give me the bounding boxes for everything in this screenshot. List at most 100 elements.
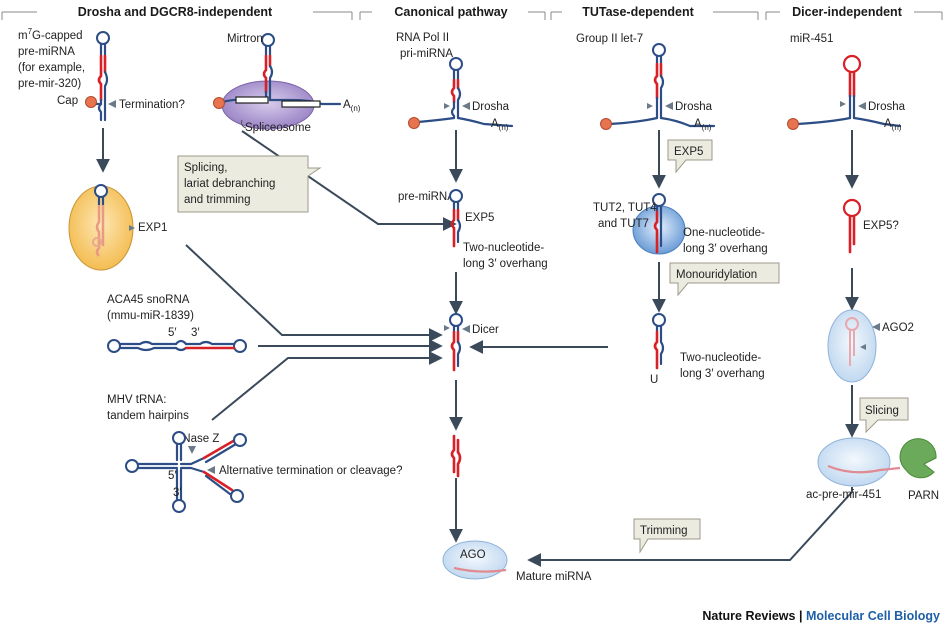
splicing-callout-line2: lariat debranching	[184, 178, 275, 190]
slicing-callout: Slicing	[859, 397, 909, 434]
trimming-callout: Trimming	[633, 518, 701, 554]
drosha-pointer-dicer-independent	[858, 102, 866, 110]
cap-icon	[85, 96, 97, 108]
mir451-pre-hairpin	[842, 198, 862, 254]
tut-label-line1: TUT2, TUT4	[593, 202, 657, 214]
exp5q-label: EXP5?	[863, 220, 899, 232]
pri-mirna-hairpin	[408, 57, 514, 129]
ago-complex: AGO	[442, 540, 508, 580]
slicing-callout-text: Slicing	[865, 405, 899, 417]
let7-hairpin	[600, 43, 716, 130]
monouridylation-callout: Monouridylation	[669, 262, 780, 297]
exp5-callout-text: EXP5	[674, 146, 703, 158]
mirtron-an-label: A(n)	[343, 99, 361, 113]
alt-termination-label: Alternative termination or cleavage?	[219, 465, 402, 477]
trimming-callout-text: Trimming	[640, 525, 688, 537]
m7g-label: m7G-capped	[18, 27, 83, 42]
cap-label: Cap	[57, 95, 78, 107]
termination-label: Termination?	[119, 99, 185, 111]
header-bracket-tutase: TUTase-dependent	[550, 5, 759, 20]
exp5-callout-tutase: EXP5	[667, 139, 713, 174]
trna-5prime-label: 5′	[168, 470, 177, 482]
exp1-pointer	[129, 225, 135, 231]
two-nt-label-line1: Two-nucleotide-	[463, 242, 544, 254]
mirtron-hairpin	[213, 33, 342, 130]
arrow-exp1-to-dicer	[185, 244, 443, 342]
ago2-label: AGO2	[882, 322, 914, 334]
one-nt-label-line1: One-nucleotide-	[683, 227, 765, 239]
exp5-label-canonical: EXP5	[465, 212, 494, 224]
tut-label-line2: and TUT7	[598, 218, 649, 230]
ac-pre-mir451-complex	[817, 437, 937, 487]
termination-pointer	[108, 100, 116, 108]
header-canonical: Canonical pathway	[394, 5, 507, 19]
header-tutase: TUTase-dependent	[582, 5, 694, 19]
splicing-callout-line3: and trimming	[184, 194, 250, 206]
header-bracket-canonical: Canonical pathway	[359, 5, 546, 20]
tutase-an-label: A(n)	[694, 118, 712, 132]
pre-mirna-hairpin	[449, 189, 463, 248]
exp1-complex	[68, 184, 134, 271]
drosha-pointer-tutase	[665, 102, 673, 110]
parn-shape	[899, 438, 937, 479]
splicing-callout-line1: Splicing,	[184, 162, 227, 174]
ago-label: AGO	[460, 549, 486, 561]
canonical-an-label: A(n)	[491, 118, 509, 132]
pre-mirna-label: pre-miRNA	[398, 191, 455, 203]
header-dicer-independent: Dicer-independent	[792, 5, 903, 19]
aca45-label-line2: (mmu-miR-1839)	[107, 310, 194, 322]
header-bracket-drosha-independent: Drosha and DGCR8-independent	[1, 5, 353, 20]
drosha-label-dicer-independent: Drosha	[868, 101, 906, 113]
spliceosome-label: Spliceosome	[245, 122, 311, 134]
rna-pol-ii-label: RNA Pol II	[396, 32, 449, 44]
credit-line: Nature Reviews | Molecular Cell Biology	[702, 609, 940, 623]
drosha-label-tutase: Drosha	[675, 101, 713, 113]
m7g-label-line4: pre-mir-320)	[18, 78, 81, 90]
ac-pre-mir451-label: ac-pre-mir-451	[806, 489, 881, 501]
two-nt-label-line2: long 3′ overhang	[463, 258, 548, 270]
mirna-duplex	[450, 434, 462, 478]
exp5-let7-complex	[632, 193, 686, 255]
arrow-trna-to-dicer	[211, 351, 443, 421]
m7g-label-line2: pre-miRNA	[18, 46, 75, 58]
ago2-pointer	[872, 323, 880, 331]
mhv-trna	[125, 431, 247, 513]
drosha-pointer-canonical	[462, 102, 470, 110]
pri-mirna-label: pri-miRNA	[400, 48, 453, 60]
header-bracket-dicer-independent: Dicer-independent	[765, 5, 943, 20]
m7g-premirna-hairpin	[85, 31, 110, 122]
monouridylation-callout-text: Monouridylation	[676, 269, 757, 281]
m7g-label-line3: (for example,	[18, 62, 85, 74]
ago2-complex	[827, 309, 877, 383]
mature-mirna-label: Mature miRNA	[516, 571, 592, 583]
mirtron-label: Mirtron	[227, 33, 263, 45]
parn-label: PARN	[908, 490, 939, 502]
exp1-label: EXP1	[138, 222, 167, 234]
arrow-trimming-to-ago	[527, 487, 853, 567]
two-nt-tutase-line1: Two-nucleotide-	[680, 352, 761, 364]
dicer-pointer	[462, 325, 470, 333]
mir451-label: miR-451	[790, 33, 833, 45]
one-nt-label-line2: long 3′ overhang	[683, 243, 768, 255]
aca45-label-line1: ACA45 snoRNA	[107, 294, 190, 306]
aca45-snorna	[107, 339, 247, 353]
header-drosha-independent: Drosha and DGCR8-independent	[78, 5, 273, 19]
dicer-label: Dicer	[472, 324, 499, 336]
uridine-label: U	[650, 374, 658, 386]
mhv-label-line2: tandem hairpins	[107, 410, 189, 422]
spliceosome-leader	[241, 119, 247, 129]
alt-term-pointer	[207, 466, 215, 474]
snorna-5prime-label: 5′	[168, 327, 177, 339]
dicer-hairpin	[444, 313, 463, 372]
snorna-3prime-label: 3′	[191, 327, 200, 339]
splicing-callout: Splicing, lariat debranching and trimmin…	[177, 155, 322, 213]
drosha-label-canonical: Drosha	[472, 101, 510, 113]
uridylated-let7-hairpin: U	[650, 313, 666, 386]
pathway-arrows	[96, 128, 859, 567]
two-nt-tutase-line2: long 3′ overhang	[680, 368, 765, 380]
dicer-independent-an-label: A(n)	[884, 118, 902, 132]
trna-3prime-label: 3′	[173, 487, 182, 499]
mir451-hairpin	[787, 54, 902, 130]
group-ii-let7-label: Group II let-7	[576, 33, 643, 45]
